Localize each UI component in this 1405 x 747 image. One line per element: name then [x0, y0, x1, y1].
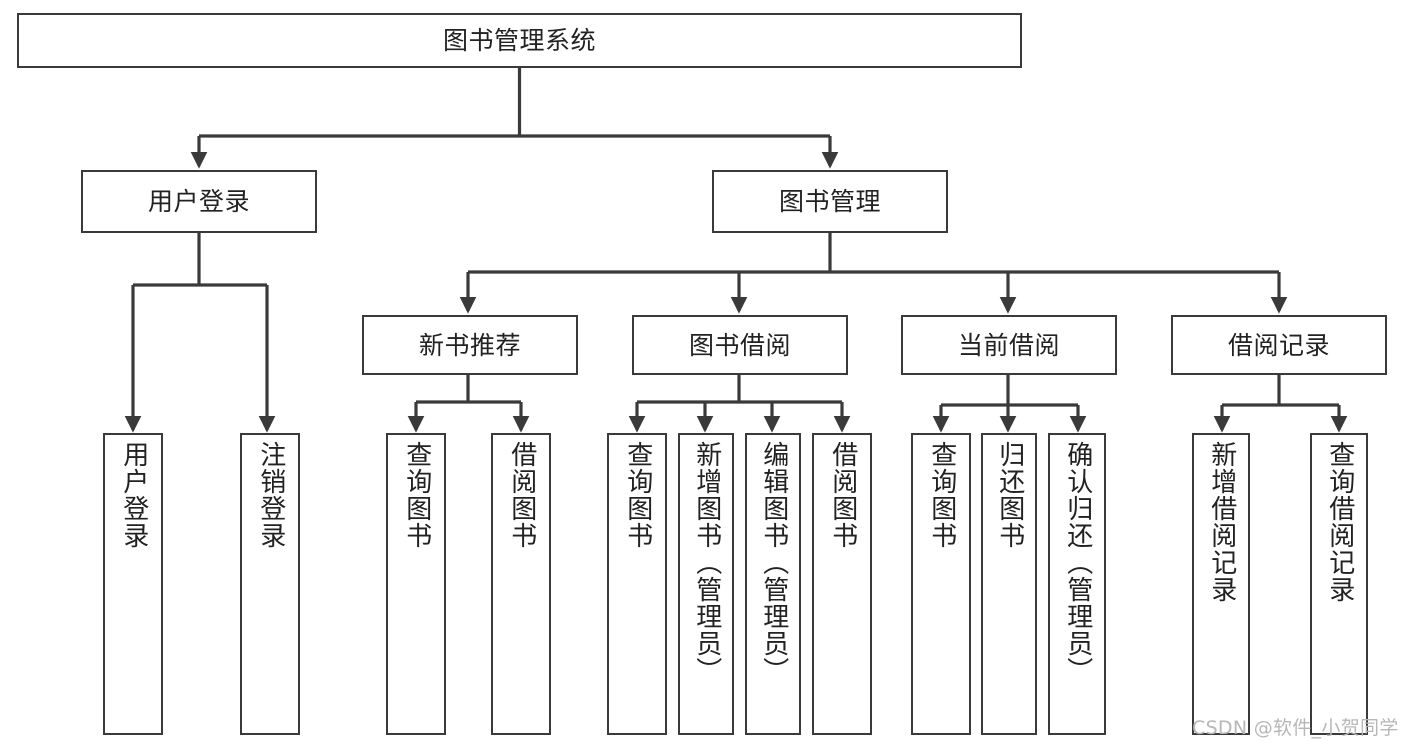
- node-label: 借阅记录: [1227, 330, 1330, 360]
- node-label: 查询图书: [401, 441, 432, 549]
- node-book-borrow[interactable]: 图书借阅: [632, 315, 848, 375]
- node-label: 新增借阅记录: [1206, 441, 1237, 603]
- node-leaf-confirm-return[interactable]: 确认归还（管理员）: [1048, 433, 1106, 735]
- node-current-borrow[interactable]: 当前借阅: [901, 315, 1117, 375]
- node-leaf-query-record[interactable]: 查询借阅记录: [1310, 433, 1368, 735]
- node-label: 用户登录: [147, 187, 250, 216]
- node-label: 用户登录: [118, 441, 149, 549]
- node-label: 图书管理系统: [442, 26, 596, 55]
- node-label: 编辑图书（管理员）: [758, 441, 789, 684]
- node-label: 查询借阅记录: [1324, 441, 1355, 603]
- node-label: 当前借阅: [957, 330, 1060, 360]
- node-label: 图书借阅: [688, 330, 791, 360]
- node-new-book-recommend[interactable]: 新书推荐: [362, 315, 578, 375]
- node-leaf-borrow-book-2[interactable]: 借阅图书: [812, 433, 872, 735]
- node-label: 新书推荐: [418, 330, 521, 360]
- node-label: 注销登录: [255, 441, 286, 549]
- node-label: 借阅图书: [506, 441, 537, 549]
- node-label: 归还图书: [994, 441, 1025, 549]
- node-leaf-query-book-2[interactable]: 查询图书: [607, 433, 667, 735]
- node-leaf-borrow-book-1[interactable]: 借阅图书: [491, 433, 551, 735]
- node-borrow-record[interactable]: 借阅记录: [1171, 315, 1387, 375]
- node-user-login[interactable]: 用户登录: [81, 170, 317, 233]
- node-label: 借阅图书: [827, 441, 858, 549]
- node-leaf-add-book[interactable]: 新增图书（管理员）: [678, 433, 734, 735]
- node-book-manage[interactable]: 图书管理: [712, 170, 948, 233]
- node-leaf-query-book-1[interactable]: 查询图书: [386, 433, 446, 735]
- node-label: 新增图书（管理员）: [691, 441, 722, 684]
- node-label: 图书管理: [778, 187, 881, 216]
- node-leaf-edit-book[interactable]: 编辑图书（管理员）: [745, 433, 801, 735]
- node-label: 查询图书: [926, 441, 957, 549]
- node-leaf-return-book[interactable]: 归还图书: [981, 433, 1037, 735]
- node-root-system[interactable]: 图书管理系统: [17, 13, 1022, 68]
- node-label: 确认归还（管理员）: [1062, 441, 1093, 684]
- node-leaf-user-login[interactable]: 用户登录: [103, 433, 163, 735]
- node-leaf-query-book-3[interactable]: 查询图书: [911, 433, 971, 735]
- csdn-watermark: CSDN @软件_小贺同学: [1192, 717, 1399, 739]
- node-leaf-logout-login[interactable]: 注销登录: [240, 433, 300, 735]
- node-leaf-add-record[interactable]: 新增借阅记录: [1192, 433, 1250, 735]
- node-label: 查询图书: [622, 441, 653, 549]
